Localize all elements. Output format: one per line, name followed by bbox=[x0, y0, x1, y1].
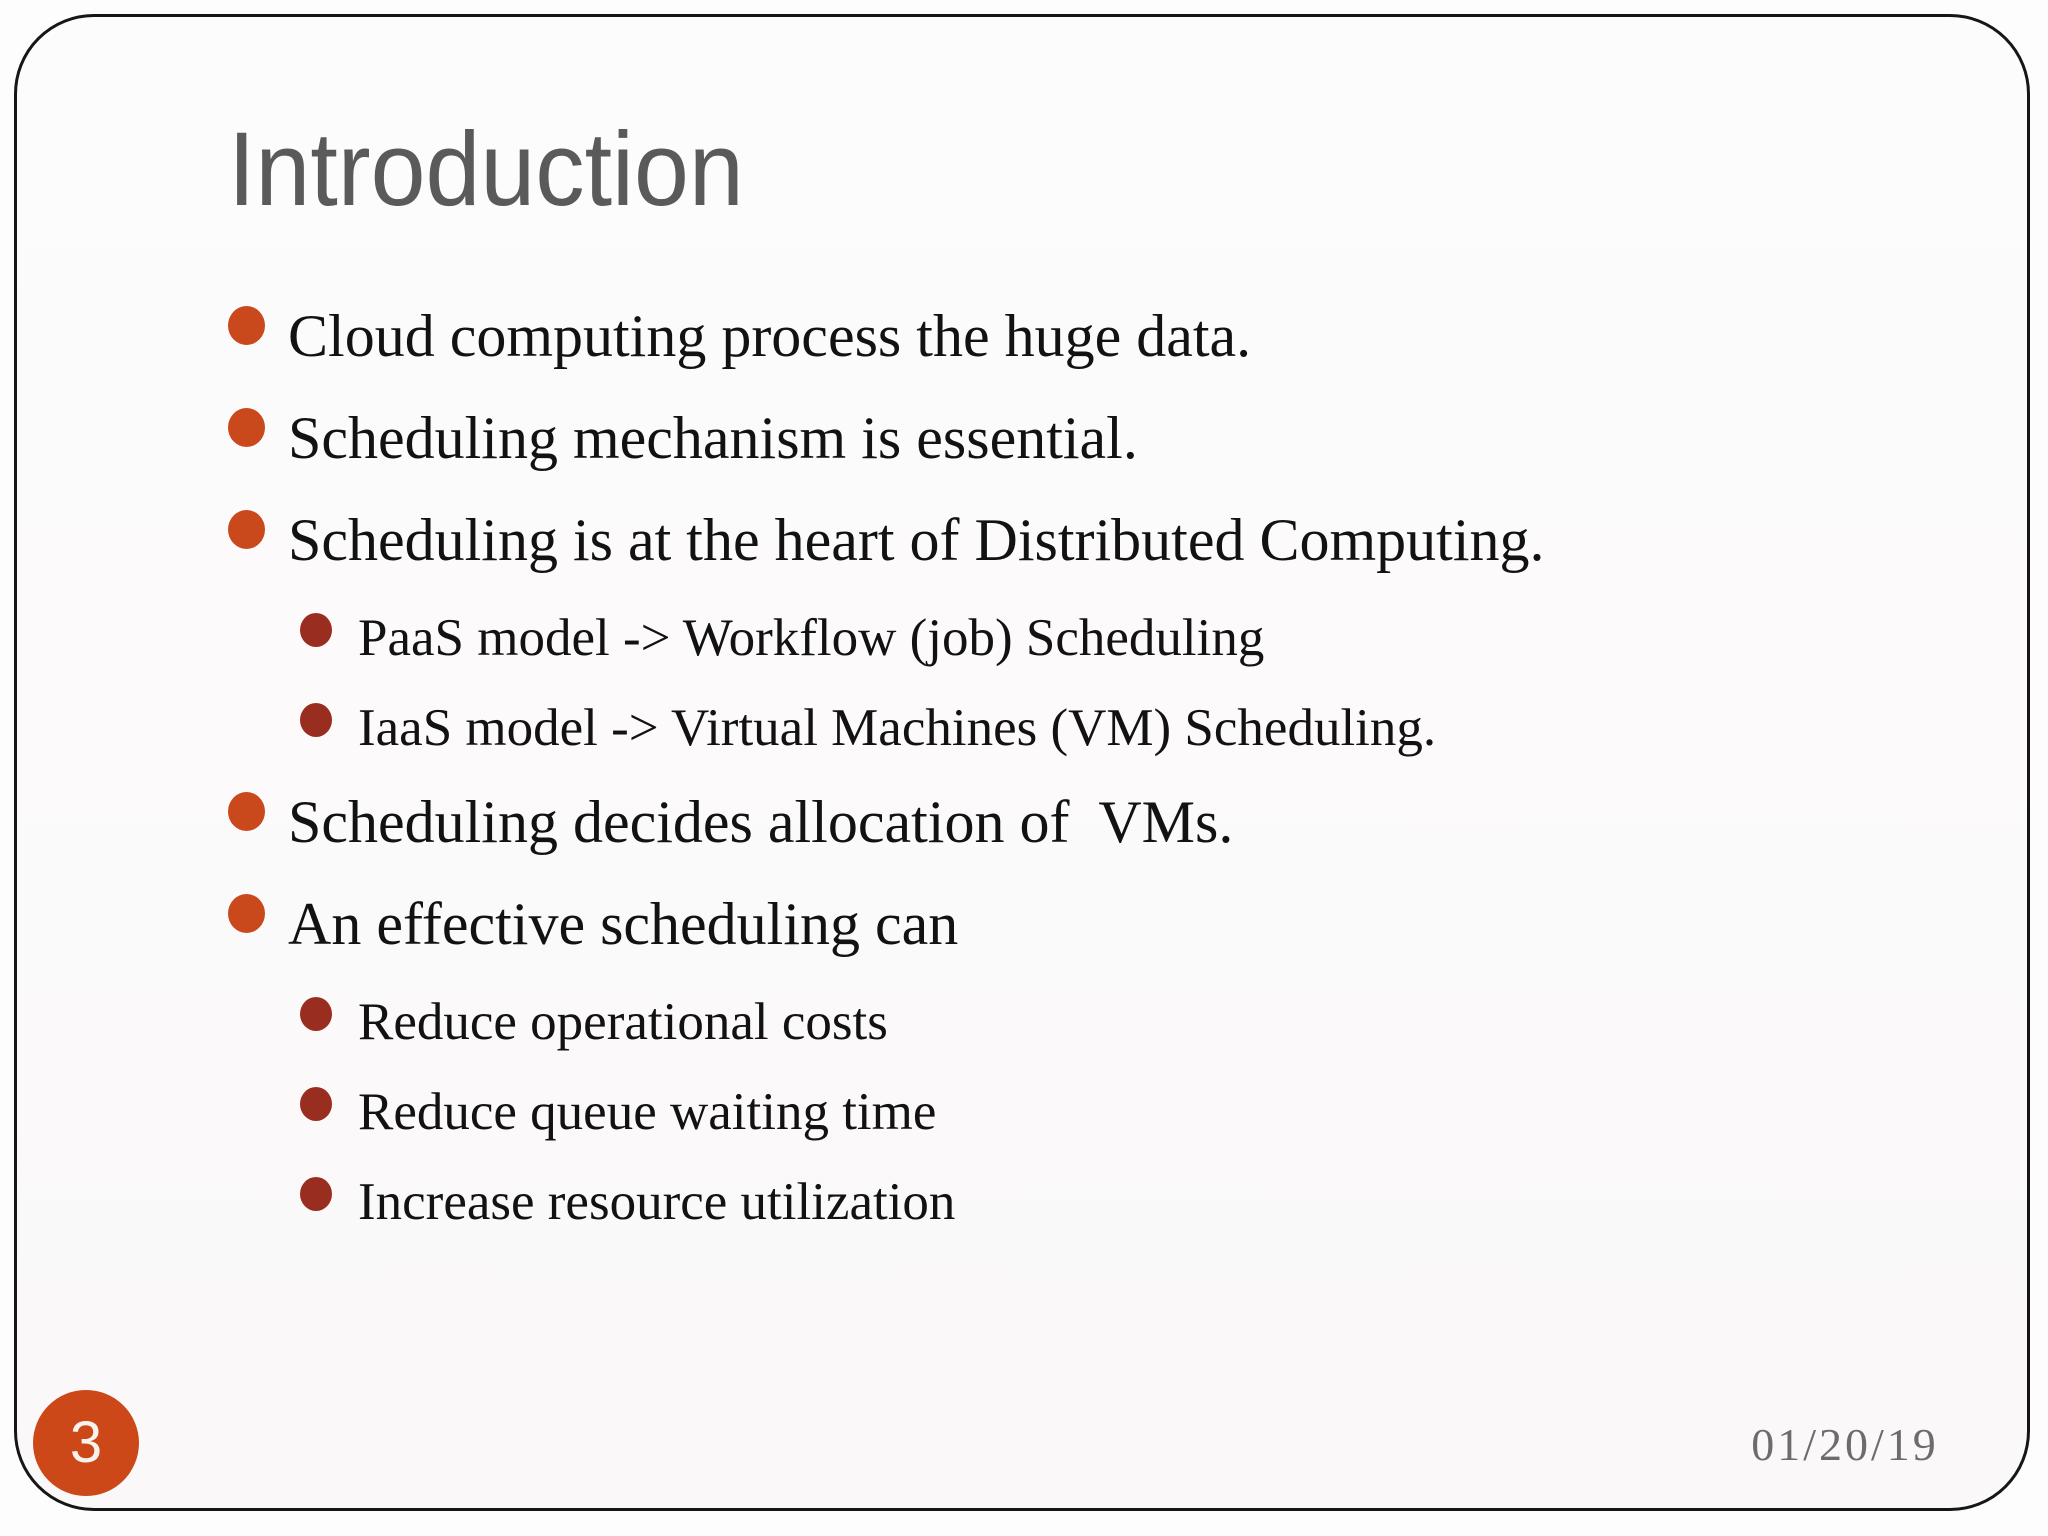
slide-date: 01/20/19 bbox=[1751, 1419, 1939, 1470]
bullet-icon bbox=[228, 894, 265, 933]
bullet-icon bbox=[228, 408, 265, 447]
bullet-text: Scheduling decides allocation of VMs. bbox=[288, 789, 1234, 855]
bullet-item: Scheduling decides allocation of VMs. bbox=[228, 786, 1888, 858]
bullet-text: Increase resource utilization bbox=[358, 1173, 956, 1231]
bullet-item: An effective scheduling can bbox=[228, 888, 1888, 960]
sub-bullet-icon bbox=[300, 1087, 332, 1121]
bullet-icon bbox=[228, 306, 265, 345]
bullet-icon bbox=[228, 510, 265, 549]
page-number-badge: 3 bbox=[33, 1390, 139, 1496]
slide-border bbox=[14, 14, 2030, 1511]
sub-bullet-item: PaaS model -> Workflow (job) Scheduling bbox=[300, 606, 1888, 670]
sub-bullet-icon bbox=[300, 703, 332, 737]
sub-bullet-item: Reduce operational costs bbox=[300, 990, 1888, 1054]
bullet-text: Scheduling mechanism is essential. bbox=[288, 405, 1138, 471]
bullet-item: Scheduling is at the heart of Distribute… bbox=[228, 504, 1888, 576]
bullet-text: Reduce operational costs bbox=[358, 993, 888, 1051]
sub-bullet-icon bbox=[300, 613, 332, 647]
page-number: 3 bbox=[69, 1410, 103, 1475]
sub-bullet-icon bbox=[300, 997, 332, 1031]
bullet-item: Cloud computing process the huge data. bbox=[228, 300, 1888, 372]
slide-title: Introduction bbox=[228, 111, 744, 228]
bullet-text: IaaS model -> Virtual Machines (VM) Sche… bbox=[358, 699, 1437, 757]
bullet-text: Reduce queue waiting time bbox=[358, 1083, 937, 1141]
bullet-text: An effective scheduling can bbox=[288, 891, 959, 957]
bullet-list: Cloud computing process the huge data. S… bbox=[228, 300, 1888, 1260]
sub-bullet-icon bbox=[300, 1177, 332, 1211]
sub-bullet-item: Increase resource utilization bbox=[300, 1170, 1888, 1234]
bullet-item: Scheduling mechanism is essential. bbox=[228, 402, 1888, 474]
bullet-text: Scheduling is at the heart of Distribute… bbox=[288, 507, 1545, 573]
sub-bullet-item: Reduce queue waiting time bbox=[300, 1080, 1888, 1144]
bullet-text: PaaS model -> Workflow (job) Scheduling bbox=[358, 609, 1265, 667]
bullet-icon bbox=[228, 792, 265, 831]
sub-bullet-item: IaaS model -> Virtual Machines (VM) Sche… bbox=[300, 696, 1888, 760]
bullet-text: Cloud computing process the huge data. bbox=[288, 303, 1252, 369]
